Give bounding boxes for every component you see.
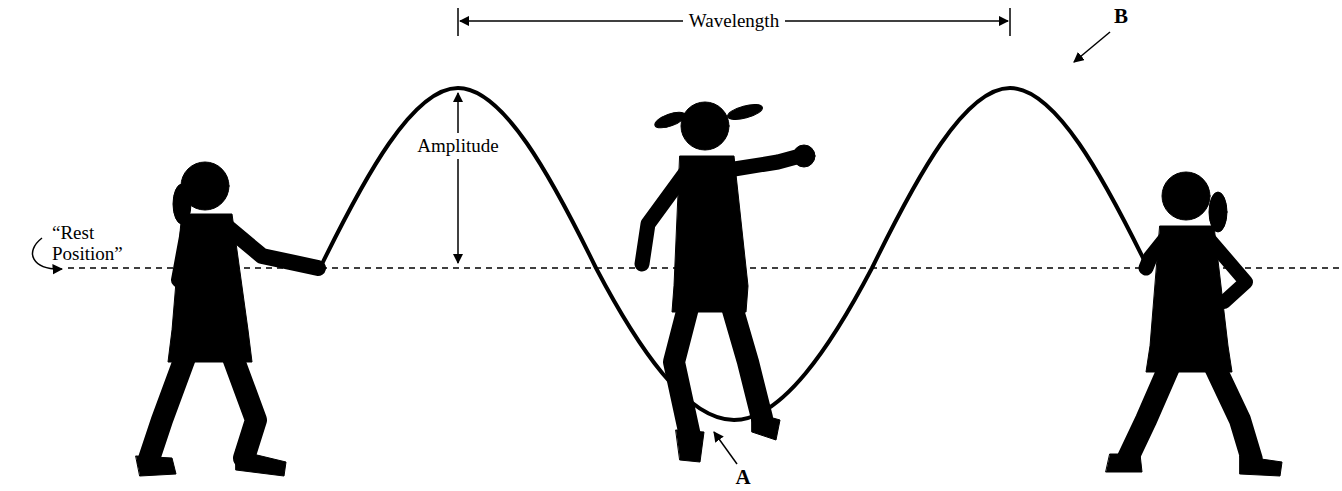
leg: [148, 355, 186, 462]
pigtail: [653, 109, 687, 131]
leg: [1128, 365, 1170, 458]
foot: [136, 456, 176, 476]
leg: [730, 300, 762, 418]
head: [681, 102, 729, 150]
foot: [236, 450, 286, 476]
amplitude-arrow: [457, 93, 459, 263]
trough-pointer: [714, 432, 737, 464]
foot: [1240, 456, 1282, 476]
crest-pointer: [1074, 32, 1110, 62]
arm: [728, 156, 800, 170]
arm: [642, 172, 686, 264]
leg: [1214, 365, 1252, 460]
arm: [1210, 240, 1246, 302]
pigtail: [726, 102, 764, 123]
wavelength-tick: [457, 8, 459, 36]
center-girl: [642, 102, 815, 462]
arm: [1146, 238, 1166, 268]
dimension-label: Amplitude: [413, 133, 502, 159]
head: [1162, 172, 1210, 220]
rope-wave: [320, 88, 1148, 420]
leg: [232, 355, 256, 458]
arm: [178, 226, 200, 300]
point-label: B: [1114, 4, 1128, 28]
fist: [793, 145, 815, 167]
foot: [676, 430, 704, 462]
foot: [1106, 454, 1142, 472]
arm: [226, 226, 318, 268]
wavelength-tick: [1009, 8, 1011, 36]
dimension-label: Wavelength: [683, 10, 785, 32]
rest-position-label: “Rest Position”: [52, 222, 152, 264]
point-label: A: [735, 465, 750, 489]
leg: [674, 300, 690, 436]
left-girl: [136, 162, 318, 476]
right-girl: [1106, 172, 1282, 476]
